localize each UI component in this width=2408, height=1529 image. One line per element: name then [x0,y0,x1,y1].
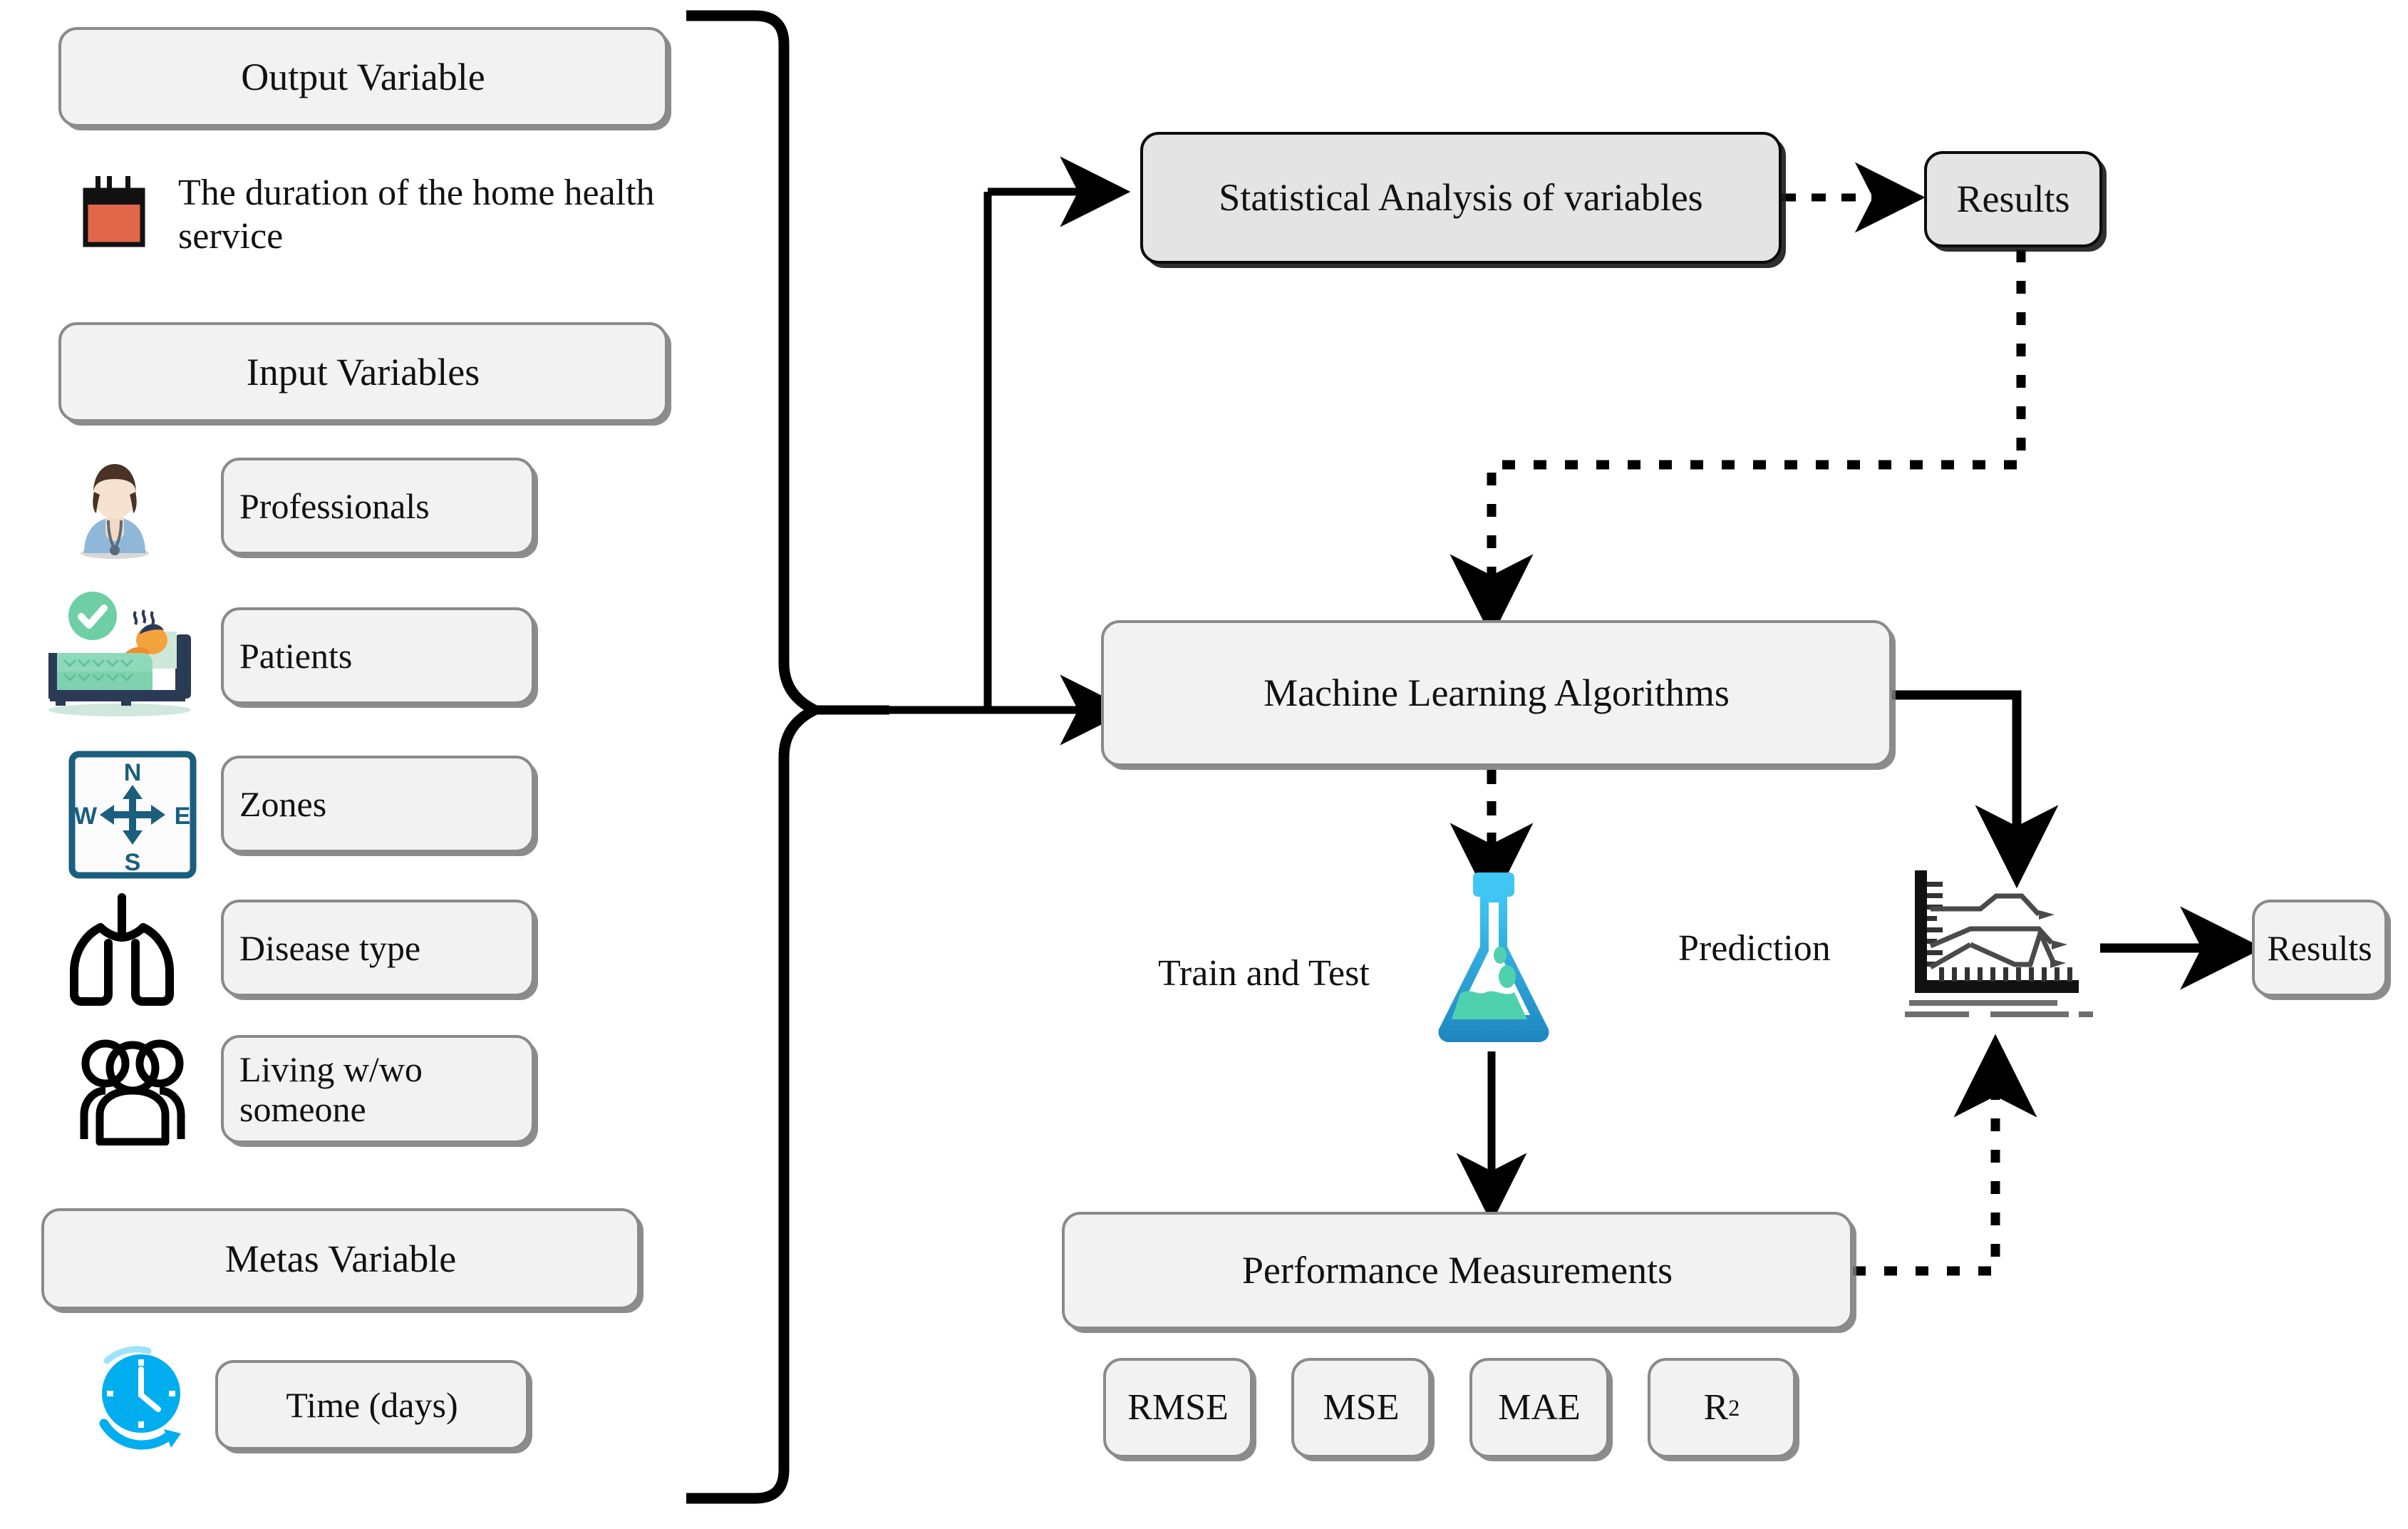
metric-box-rmse-label: RMSE [1127,1386,1229,1428]
left-brace [686,10,889,1504]
compass-label-north: N [124,759,142,786]
input-item-professionals-label: Professionals [239,486,430,526]
input-item-living-with-without-someone-label: Living w/wo someone [239,1049,423,1129]
compass-label-east: E [175,803,191,830]
compass-icon: N S E W [68,751,197,879]
performance-measurements-box-label: Performance Measurements [1241,1249,1673,1292]
compass-label-west: W [74,803,98,830]
flask-icon [1429,871,1557,1053]
input-item-disease-type-label: Disease type [239,928,421,968]
statistical-analysis-box[interactable]: Statistical Analysis of variables [1140,132,1782,264]
input-item-zones-label: Zones [239,784,327,824]
metric-box-rmse[interactable]: RMSE [1103,1358,1253,1458]
metric-box-r-squared-label: R [1703,1386,1729,1428]
metas-item-time-label: Time (days) [286,1385,458,1425]
output-variable-header-label: Output Variable [241,55,485,98]
input-item-disease-type[interactable]: Disease type [221,900,534,997]
metric-box-mse[interactable]: MSE [1291,1358,1431,1458]
output-variable-header: Output Variable [58,27,668,127]
compass-label-south: S [125,849,141,876]
output-variable-description: The duration of the home health service [178,173,655,257]
prediction-results-box-label: Results [2267,928,2372,968]
input-variables-header: Input Variables [58,322,668,422]
nurse-icon [68,456,161,560]
statistical-analysis-box-label: Statistical Analysis of variables [1219,176,1703,220]
metas-item-time[interactable]: Time (days) [215,1360,529,1450]
statistical-results-box[interactable]: Results [1924,151,2102,247]
input-item-professionals[interactable]: Professionals [221,458,534,555]
line-chart-icon [1899,866,2100,1030]
calendar-icon [78,175,150,249]
metas-variable-header: Metas Variable [41,1208,640,1309]
input-item-patients[interactable]: Patients [221,607,534,704]
input-variables-header-label: Input Variables [246,350,480,393]
metric-box-mae-label: MAE [1498,1386,1581,1428]
brace-to-boxes [889,156,1131,746]
performance-to-prediction [1853,1034,2037,1276]
input-item-living-with-without-someone[interactable]: Living w/wo someone [221,1035,534,1143]
machine-learning-box-label: Machine Learning Algorithms [1264,671,1730,715]
prediction-results-box[interactable]: Results [2252,900,2387,997]
input-item-zones[interactable]: Zones [221,756,534,853]
metric-box-mae[interactable]: MAE [1469,1358,1609,1458]
input-item-patients-label: Patients [239,636,353,676]
train-and-test-label: Train and Test [1158,953,1370,994]
lungs-icon [61,893,182,1007]
performance-measurements-box[interactable]: Performance Measurements [1062,1212,1853,1329]
ml-to-prediction [1892,690,2059,889]
people-icon [68,1035,197,1146]
patient-icon [36,592,200,716]
metas-variable-header-label: Metas Variable [224,1237,457,1280]
metric-box-mse-label: MSE [1323,1386,1400,1428]
prediction-label: Prediction [1678,928,1831,969]
statistical-results-box-label: Results [1956,177,2070,221]
results-to-ml-feedback [1450,249,2026,638]
clock-icon [83,1344,197,1451]
machine-learning-box[interactable]: Machine Learning Algorithms [1101,620,1892,766]
